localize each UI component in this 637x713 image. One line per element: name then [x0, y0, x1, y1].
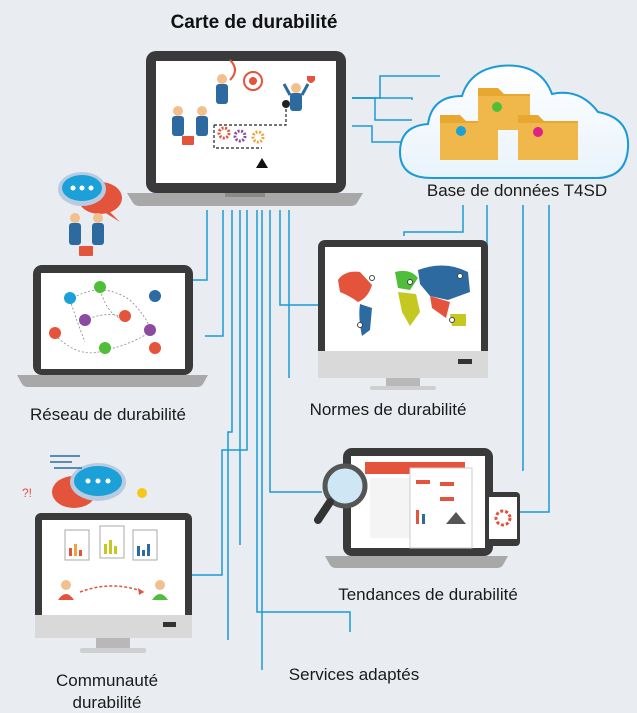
world-map-icon: [338, 265, 470, 336]
database-label: Base de données T4SD: [427, 181, 607, 200]
diagram-title: Carte de durabilité: [171, 12, 338, 33]
network-laptop: [17, 265, 208, 387]
standards-label: Normes de durabilité: [310, 400, 467, 419]
handshake-icon: [69, 213, 104, 256]
top-laptop: [127, 51, 363, 206]
people-network-icon: [49, 281, 161, 354]
chat-bubbles-icon: ?!: [22, 455, 147, 508]
report-charts-icon: [58, 525, 168, 600]
standards-monitor: [318, 240, 488, 390]
community-label-line1: Communauté: [56, 671, 158, 690]
business-target-icon: [172, 59, 315, 168]
chat-bubbles-icon: [58, 172, 122, 222]
network-label: Réseau de durabilité: [30, 405, 186, 424]
connector-lines: [190, 75, 550, 670]
svg-text:?!: ?!: [22, 486, 32, 500]
magnifier-icon: [314, 463, 368, 524]
trends-label: Tendances de durabilité: [338, 585, 518, 604]
trends-laptop: [314, 448, 520, 568]
cloud-folders-icon: [398, 64, 630, 179]
services-label: Services adaptés: [289, 665, 419, 684]
community-label-line2: durabilité: [73, 693, 142, 712]
community-monitor: ?!: [22, 455, 192, 653]
